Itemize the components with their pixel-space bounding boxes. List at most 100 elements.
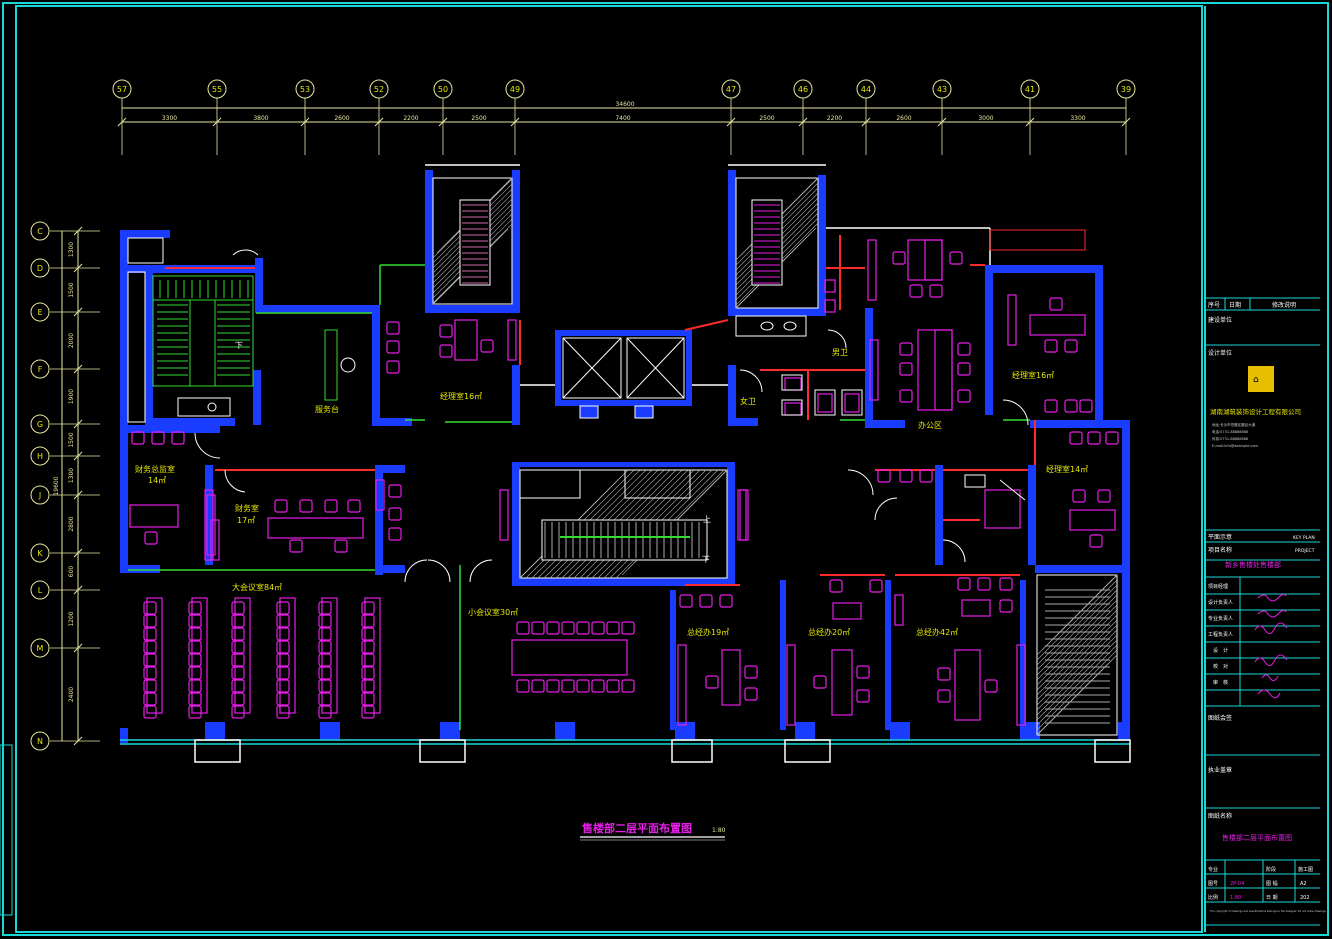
svg-text:施工图: 施工图 — [1298, 866, 1313, 873]
firm-name: 湖南湖筑装饰设计工程有限公司 — [1210, 407, 1301, 416]
svg-text:修改说明: 修改说明 — [1272, 301, 1296, 309]
svg-text:⌂: ⌂ — [1253, 375, 1259, 385]
label-finance-director-area: 14㎡ — [148, 476, 166, 485]
svg-text:202: 202 — [1300, 895, 1310, 901]
grid-bubble — [295, 79, 315, 99]
grid-axis-label: D — [37, 264, 43, 273]
svg-text:执业盖章: 执业盖章 — [1208, 766, 1232, 774]
doors — [194, 249, 1029, 583]
grid-span-label: 2600 — [896, 115, 911, 122]
svg-text:2P-04: 2P-04 — [1230, 881, 1244, 887]
grid-span-label: 1900 — [68, 389, 75, 404]
svg-text:传真:0731-88888888: 传真:0731-88888888 — [1212, 436, 1248, 441]
grid-span-label: 2500 — [759, 115, 774, 122]
walls — [120, 170, 1130, 743]
svg-text:阶段: 阶段 — [1266, 866, 1276, 873]
grid-span-label: 1500 — [68, 432, 75, 447]
grid-axis-label: E — [37, 308, 42, 317]
elevators — [562, 337, 685, 419]
svg-text:审 核: 审 核 — [1213, 679, 1228, 686]
grid-bubble — [112, 79, 132, 99]
grid-bubble — [856, 79, 876, 99]
grid-span-label: 3300 — [162, 115, 177, 122]
grid-span-label: 7400 — [615, 115, 630, 122]
label-reception: 服务台 — [315, 404, 339, 414]
grid-bubble — [505, 79, 525, 99]
grid-bubble — [30, 258, 50, 278]
svg-text:1:80: 1:80 — [1230, 895, 1241, 901]
svg-text:设计负责人: 设计负责人 — [1208, 599, 1233, 606]
partitions — [165, 235, 1036, 586]
svg-text:PROJECT: PROJECT — [1295, 548, 1315, 554]
svg-text:比例: 比例 — [1208, 894, 1218, 901]
label-down2: 下 — [702, 555, 710, 564]
stair-center — [519, 469, 728, 579]
design-label: 设计单位 — [1208, 349, 1232, 357]
owner-label: 建设单位 — [1208, 316, 1232, 324]
label-big-meeting: 大会议室84㎡ — [232, 582, 282, 592]
svg-text:校 对: 校 对 — [1213, 663, 1228, 670]
label-small-meeting: 小会议室30㎡ — [468, 607, 518, 617]
grid-bubble — [30, 302, 50, 322]
label-finance: 财务室 — [235, 503, 259, 513]
grid-axis-label: 41 — [1025, 85, 1035, 94]
grid-span-label: 600 — [68, 566, 75, 578]
grid-axis-label: 57 — [117, 85, 127, 94]
grid-span-label: 2400 — [68, 687, 75, 702]
grid-axis-label: 50 — [438, 85, 448, 94]
grid-bubble — [369, 79, 389, 99]
grid-bubble — [207, 79, 227, 99]
title-block-text: 序号 日期 修改说明 建设单位 设计单位 ⌂ 湖南湖筑装饰设计工程有限公司 地址… — [1208, 301, 1327, 913]
grid-bubble — [30, 414, 50, 434]
label-up1: 上 — [703, 515, 711, 524]
inner-frame — [15, 5, 1203, 933]
grid-axis-label: M — [37, 644, 44, 653]
grid-span-label: 2000 — [68, 333, 75, 348]
grid-span-label: 2800 — [68, 516, 75, 531]
label-female-wc: 女卫 — [740, 396, 756, 406]
grid-bubble — [30, 731, 50, 751]
svg-text:E-mail:info@example.com: E-mail:info@example.com — [1212, 444, 1258, 448]
svg-text:The copyright of drawings and: The copyright of drawings and specificat… — [1210, 909, 1327, 913]
grid-axis-label: 44 — [861, 85, 871, 94]
svg-text:专业: 专业 — [1208, 866, 1218, 873]
svg-text:KEY PLAN: KEY PLAN — [1293, 535, 1315, 541]
grid-bubble — [30, 446, 50, 466]
drawing-title: 售楼部二层平面布置图 — [581, 821, 692, 835]
label-finance-area: 17㎡ — [237, 516, 255, 525]
grid-axis-label: 39 — [1121, 85, 1131, 94]
grid-span-label: 2500 — [471, 115, 486, 122]
svg-text:A2: A2 — [1300, 881, 1307, 887]
label-male-wc: 男卫 — [832, 348, 848, 357]
grid-bubble — [1020, 79, 1040, 99]
grid-axis-label: N — [37, 737, 43, 746]
svg-text:项目经理: 项目经理 — [1208, 583, 1228, 590]
reception-feature — [324, 329, 356, 401]
label-gm2: 总经办20㎡ — [808, 627, 850, 637]
grid-axis-label: L — [38, 586, 43, 595]
grid-axis-label: 53 — [300, 85, 310, 94]
title-block — [1205, 297, 1320, 926]
grid-bubble — [30, 580, 50, 600]
grid-span-label: 2200 — [403, 115, 418, 122]
grid-bubble — [932, 79, 952, 99]
label-finance-director: 财务总监室 — [135, 464, 175, 474]
svg-text:图 幅: 图 幅 — [1266, 880, 1278, 887]
label-gm3: 总经办42㎡ — [916, 627, 958, 637]
drawing-name: 售楼部二层平面布置图 — [1222, 833, 1292, 842]
svg-text:专业负责人: 专业负责人 — [1208, 615, 1233, 622]
stair-left — [152, 275, 254, 387]
grid-span-label: 1200 — [68, 611, 75, 626]
svg-text:平面示意: 平面示意 — [1208, 533, 1232, 541]
svg-text:项目名称: 项目名称 — [1208, 546, 1232, 554]
furniture — [129, 239, 1119, 726]
fixtures — [127, 229, 1086, 501]
drawing-scale: 1:80 — [712, 827, 726, 834]
grid-axis-label: G — [37, 420, 43, 429]
label-gm1: 总经办19㎡ — [687, 627, 729, 637]
svg-text:序号: 序号 — [1208, 301, 1220, 309]
grid-span-label: 3300 — [1070, 115, 1085, 122]
label-manager2: 经理室16㎡ — [1012, 370, 1054, 380]
